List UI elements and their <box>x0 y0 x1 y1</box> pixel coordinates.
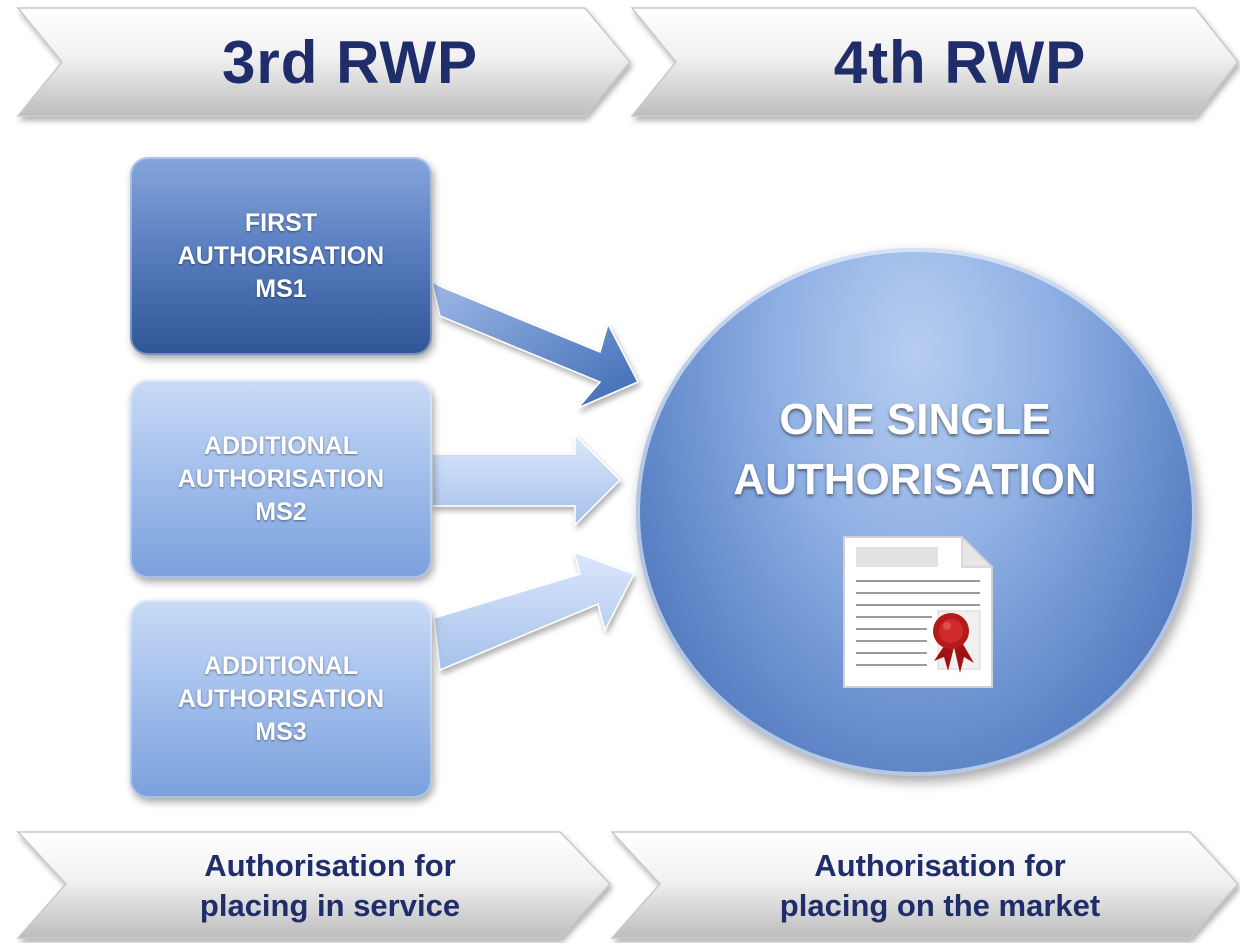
box-line: MS3 <box>255 717 307 746</box>
arrow-ms1 <box>430 280 640 409</box>
arrow-ms2 <box>431 433 622 527</box>
box-line: MS1 <box>255 274 307 303</box>
circle-line: AUTHORISATION <box>733 455 1097 504</box>
certificate-icon <box>843 535 994 688</box>
label-placing-on-market: Authorisation for placing on the market <box>710 838 1170 934</box>
chevron-banner-placing-on-market <box>610 831 1240 939</box>
box-line: AUTHORISATION <box>177 684 385 713</box>
title-3rd-rwp: 3rd RWP <box>222 28 478 96</box>
chevron-banner-placing-in-service <box>16 831 612 939</box>
box-line: AUTHORISATION <box>177 464 385 493</box>
box-line: FIRST <box>244 208 318 237</box>
box-line: ADDITIONAL <box>203 431 359 460</box>
label-line: Authorisation for <box>814 848 1066 883</box>
single-authorisation-circle <box>636 248 1196 776</box>
chevron-banner-3rd-rwp <box>16 7 631 117</box>
label-line: placing on the market <box>779 888 1101 923</box>
circle-line: ONE SINGLE <box>779 395 1051 444</box>
box-line: AUTHORISATION <box>177 241 385 270</box>
label-line: placing in service <box>199 888 461 923</box>
label-line: Authorisation for <box>204 848 456 883</box>
title-4th-rwp: 4th RWP <box>833 28 1087 96</box>
circle-label: ONE SINGLE AUTHORISATION <box>690 390 1140 510</box>
box-first-authorisation-ms1: FIRST AUTHORISATION MS1 <box>130 157 432 355</box>
label-placing-in-service: Authorisation for placing in service <box>120 838 540 934</box>
box-additional-authorisation-ms2: ADDITIONAL AUTHORISATION MS2 <box>130 380 432 578</box>
box-additional-authorisation-ms3: ADDITIONAL AUTHORISATION MS3 <box>130 600 432 798</box>
box-line: ADDITIONAL <box>203 651 359 680</box>
box-line: MS2 <box>255 497 307 526</box>
arrow-ms3 <box>433 550 636 672</box>
chevron-banner-4th-rwp <box>630 7 1239 117</box>
